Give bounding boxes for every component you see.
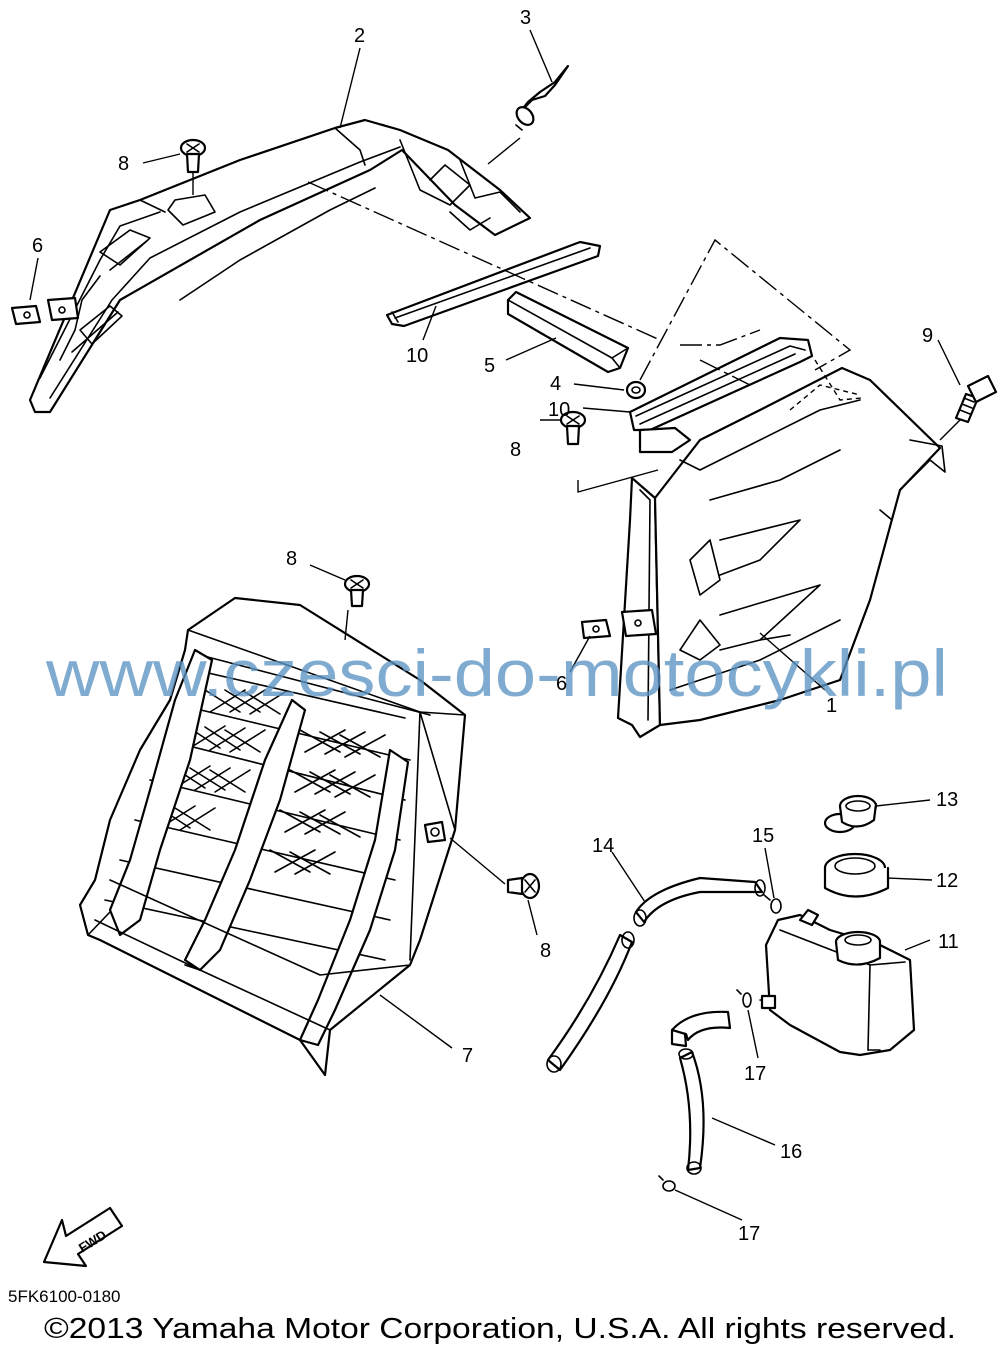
callout-10-left: 10	[406, 345, 428, 367]
callout-9: 9	[922, 325, 933, 347]
watermark-text: www.czesci-do-motocykli.pl	[45, 636, 948, 710]
part-17-clip-upper	[736, 989, 752, 1008]
part-3-rivet	[515, 64, 570, 131]
part-10-strip-left	[385, 240, 602, 328]
callout-14: 14	[592, 835, 614, 857]
callout-1: 1	[826, 695, 837, 717]
part-7-radiator-grille	[78, 596, 467, 1077]
part-15-clip	[763, 894, 782, 914]
part-17-clip-lower	[658, 1175, 676, 1192]
part-9-bolt	[954, 374, 998, 424]
fwd-arrow-icon: FWD	[42, 1206, 124, 1268]
callout-4: 4	[550, 373, 561, 395]
part-2-left-cover	[10, 118, 532, 414]
callout-8-side: 8	[540, 940, 551, 962]
part-5-sponge	[506, 290, 630, 374]
callout-17-upper: 17	[744, 1063, 766, 1085]
part-12-filler-neck	[823, 852, 890, 898]
copyright-text: ©2013 Yamaha Motor Corporation, U.S.A. A…	[44, 1313, 956, 1345]
callout-8-mid: 8	[510, 439, 521, 461]
callout-17-lower: 17	[738, 1223, 760, 1245]
callout-8-grille: 8	[286, 548, 297, 570]
assembly-lines	[192, 172, 961, 885]
callout-6-left: 6	[32, 235, 43, 257]
part-1-right-cover	[580, 359, 946, 739]
part-14-hose	[546, 876, 766, 1073]
callout-6-right: 6	[556, 673, 567, 695]
part-13-cap	[823, 794, 878, 834]
callout-11: 11	[938, 931, 959, 953]
callout-15: 15	[752, 825, 774, 847]
callout-16: 16	[780, 1141, 802, 1163]
callout-7: 7	[462, 1045, 473, 1067]
callout-2: 2	[354, 25, 365, 47]
callout-12: 12	[936, 870, 958, 892]
callout-5: 5	[484, 355, 495, 377]
leader-lines	[29, 29, 961, 1221]
callout-10-right: 10	[548, 399, 570, 421]
part-8-screw-grille	[343, 574, 371, 608]
callouts: 1 2 3 4 5 6 6 7 8 8 8 8 9 10 10 11 12 13…	[32, 7, 959, 1245]
callout-3: 3	[520, 7, 531, 29]
part-8-screw-side	[506, 872, 541, 900]
part-16-hose	[670, 1010, 732, 1175]
part-8-screw-top	[179, 138, 207, 174]
part-8-screw-mid	[559, 410, 587, 446]
part-4-grommet	[625, 380, 647, 400]
part-11-reservoir-tank	[759, 908, 916, 1057]
part-10-strip-right	[628, 336, 814, 432]
diagram-id: 5FK6100-0180	[8, 1287, 120, 1306]
callout-13: 13	[936, 789, 958, 811]
callout-8-top: 8	[118, 153, 129, 175]
